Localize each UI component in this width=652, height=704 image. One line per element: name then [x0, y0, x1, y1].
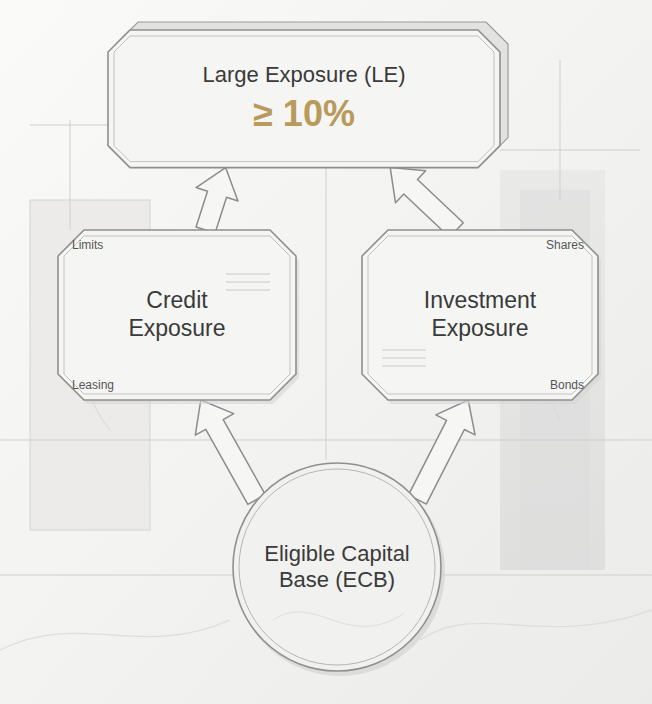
document-line [382, 358, 426, 359]
marble-vein [274, 612, 404, 626]
corner-label: Bonds [550, 378, 584, 392]
block-arrow [195, 400, 265, 504]
node-value: ≥ 10% [253, 92, 355, 135]
corner-label: Leasing [72, 378, 114, 392]
corner-label: Limits [72, 238, 103, 252]
node-title: Eligible Capital Base (ECB) [252, 541, 422, 594]
credit-box: Credit Exposure LimitsLeasing [58, 230, 296, 400]
node-value: Credit Exposure [102, 287, 252, 342]
text-group: Credit Exposure [58, 230, 296, 400]
text-group: Eligible Capital Base (ECB) [232, 462, 442, 672]
document-line [382, 366, 426, 367]
document-line [226, 290, 270, 291]
corner-label: Shares [546, 238, 584, 252]
block-arrow [409, 400, 476, 504]
investment-box: Investment Exposure SharesBonds [362, 230, 598, 400]
box-inner-line [368, 236, 592, 394]
box-inner-line [114, 36, 494, 162]
document-lines [382, 350, 426, 366]
text-group: Investment Exposure [362, 230, 598, 400]
box-outline [58, 230, 296, 400]
document-line [226, 274, 270, 275]
box-outline [108, 30, 500, 168]
block-arrow [196, 168, 238, 233]
exposure-box: Large Exposure (LE) ≥ 10% [108, 30, 500, 168]
box-outline [362, 230, 598, 400]
node-value: Investment Exposure [395, 287, 565, 342]
node-title: Large Exposure (LE) [203, 62, 406, 88]
document-lines [226, 274, 270, 290]
circle-inner-ring [239, 469, 435, 665]
capital-circle: Eligible Capital Base (ECB) [232, 462, 442, 672]
document-line [226, 282, 270, 283]
text-group: Large Exposure (LE) ≥ 10% [108, 30, 500, 168]
document-line [382, 350, 426, 351]
box-inner-line [64, 236, 290, 394]
block-arrow [390, 168, 463, 238]
circle-outline [233, 463, 441, 671]
